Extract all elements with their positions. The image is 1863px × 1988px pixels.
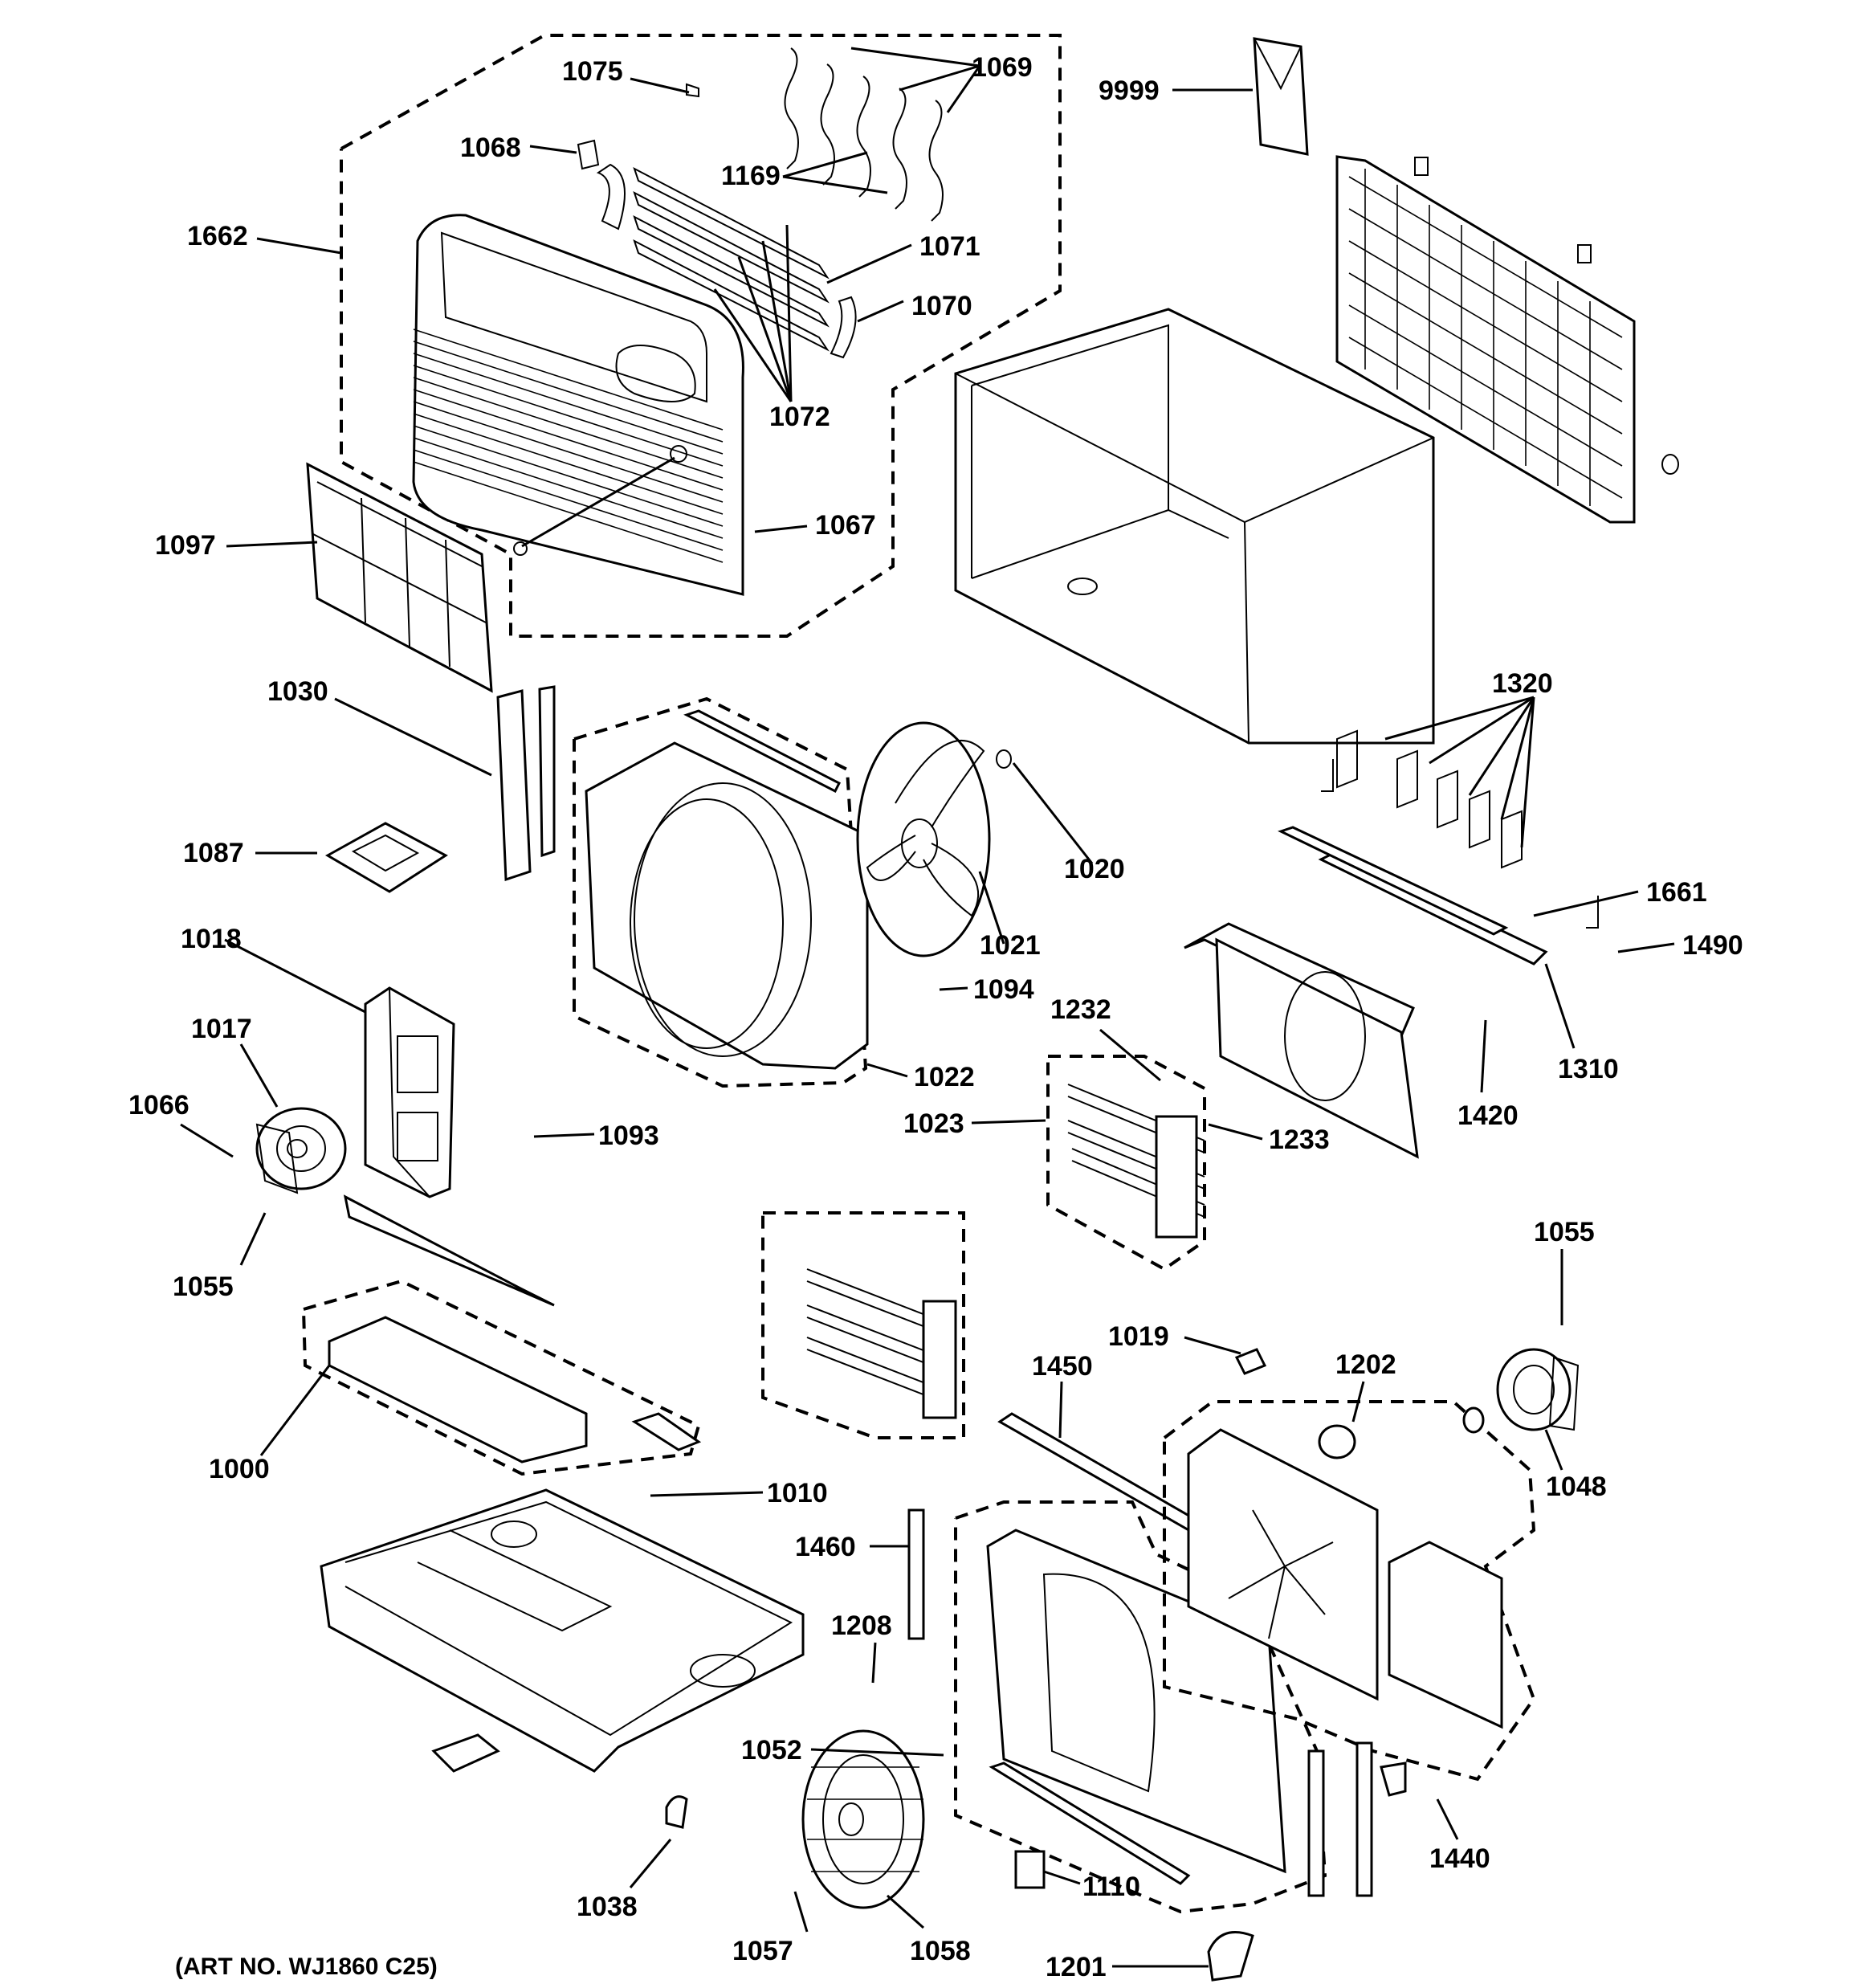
label-9999: 9999 bbox=[1099, 76, 1160, 106]
label-1057: 1057 bbox=[732, 1936, 793, 1966]
label-1208: 1208 bbox=[831, 1610, 892, 1641]
label-1661: 1661 bbox=[1646, 877, 1707, 908]
label-1233: 1233 bbox=[1269, 1125, 1330, 1155]
label-1058: 1058 bbox=[910, 1936, 971, 1966]
label-1067: 1067 bbox=[815, 510, 876, 541]
label-1662: 1662 bbox=[187, 221, 248, 251]
air-filter-1097 bbox=[306, 462, 493, 693]
label-1320: 1320 bbox=[1492, 668, 1553, 699]
label-1440: 1440 bbox=[1429, 1843, 1490, 1874]
heater-assembly-1023 bbox=[1046, 1055, 1206, 1272]
label-1490: 1490 bbox=[1682, 930, 1743, 961]
label-1017: 1017 bbox=[191, 1014, 252, 1044]
condenser-fan-1021 bbox=[856, 721, 1012, 957]
art-number-note: (ART NO. WJ1860 C25) bbox=[175, 1953, 438, 1980]
label-1232: 1232 bbox=[1050, 994, 1111, 1025]
label-1069: 1069 bbox=[972, 52, 1033, 83]
fan-shroud-1022 bbox=[573, 696, 869, 1088]
heater-assembly-2 bbox=[761, 1211, 965, 1439]
label-1021: 1021 bbox=[980, 930, 1041, 961]
label-1075: 1075 bbox=[562, 56, 623, 87]
louver-parts bbox=[577, 47, 944, 359]
label-1020: 1020 bbox=[1064, 854, 1125, 884]
blower-motor-1048 bbox=[1462, 1348, 1580, 1434]
fan-motor-1017 bbox=[255, 1107, 347, 1194]
cabinet-wrapper bbox=[954, 308, 1435, 745]
partition-parts bbox=[1184, 729, 1599, 1159]
manual-document-icon bbox=[1253, 37, 1309, 156]
label-1070: 1070 bbox=[911, 291, 972, 321]
small-parts bbox=[665, 1348, 1407, 1982]
label-1000: 1000 bbox=[209, 1454, 270, 1484]
label-1110: 1110 bbox=[1082, 1872, 1140, 1902]
label-1066: 1066 bbox=[128, 1090, 190, 1121]
plate-1087 bbox=[324, 822, 448, 893]
front-grille-assembly-group bbox=[340, 34, 1062, 638]
label-1022: 1022 bbox=[914, 1062, 975, 1092]
label-1018: 1018 bbox=[181, 924, 242, 954]
part-labels: 1075 1069 1068 1169 1662 1071 1070 1072 … bbox=[128, 52, 1743, 1982]
label-1023: 1023 bbox=[903, 1108, 964, 1139]
blower-wheel-1058 bbox=[801, 1729, 925, 1909]
label-1055-left: 1055 bbox=[173, 1272, 234, 1302]
label-1038: 1038 bbox=[577, 1892, 638, 1922]
label-1048: 1048 bbox=[1546, 1472, 1607, 1502]
motor-mount-1018 bbox=[364, 986, 455, 1198]
label-1450: 1450 bbox=[1032, 1351, 1093, 1382]
label-1202: 1202 bbox=[1335, 1349, 1396, 1380]
label-1019: 1019 bbox=[1108, 1321, 1169, 1352]
drain-tray-1000 bbox=[302, 1194, 702, 1476]
label-1097: 1097 bbox=[155, 530, 216, 561]
label-1072: 1072 bbox=[769, 402, 830, 432]
label-1094: 1094 bbox=[973, 974, 1034, 1005]
label-1420: 1420 bbox=[1457, 1100, 1519, 1131]
bushing-1202 bbox=[1318, 1424, 1356, 1459]
label-1068: 1068 bbox=[460, 133, 521, 163]
rear-grille bbox=[1335, 155, 1679, 524]
label-1169: 1169 bbox=[721, 161, 781, 191]
label-1055-right: 1055 bbox=[1534, 1217, 1595, 1247]
label-1093: 1093 bbox=[598, 1121, 659, 1151]
base-pan-1010 bbox=[320, 1488, 805, 1773]
label-1310: 1310 bbox=[1558, 1054, 1619, 1084]
label-1071: 1071 bbox=[919, 231, 980, 262]
label-1030: 1030 bbox=[267, 676, 328, 707]
label-1201: 1201 bbox=[1046, 1952, 1107, 1982]
rear-partition bbox=[1163, 1400, 1536, 1782]
label-1052: 1052 bbox=[741, 1735, 802, 1766]
label-1087: 1087 bbox=[183, 838, 244, 868]
leader-lines bbox=[180, 47, 1675, 1968]
label-1010: 1010 bbox=[767, 1478, 828, 1508]
bracket-1030 bbox=[496, 685, 556, 882]
label-1460: 1460 bbox=[795, 1532, 856, 1562]
